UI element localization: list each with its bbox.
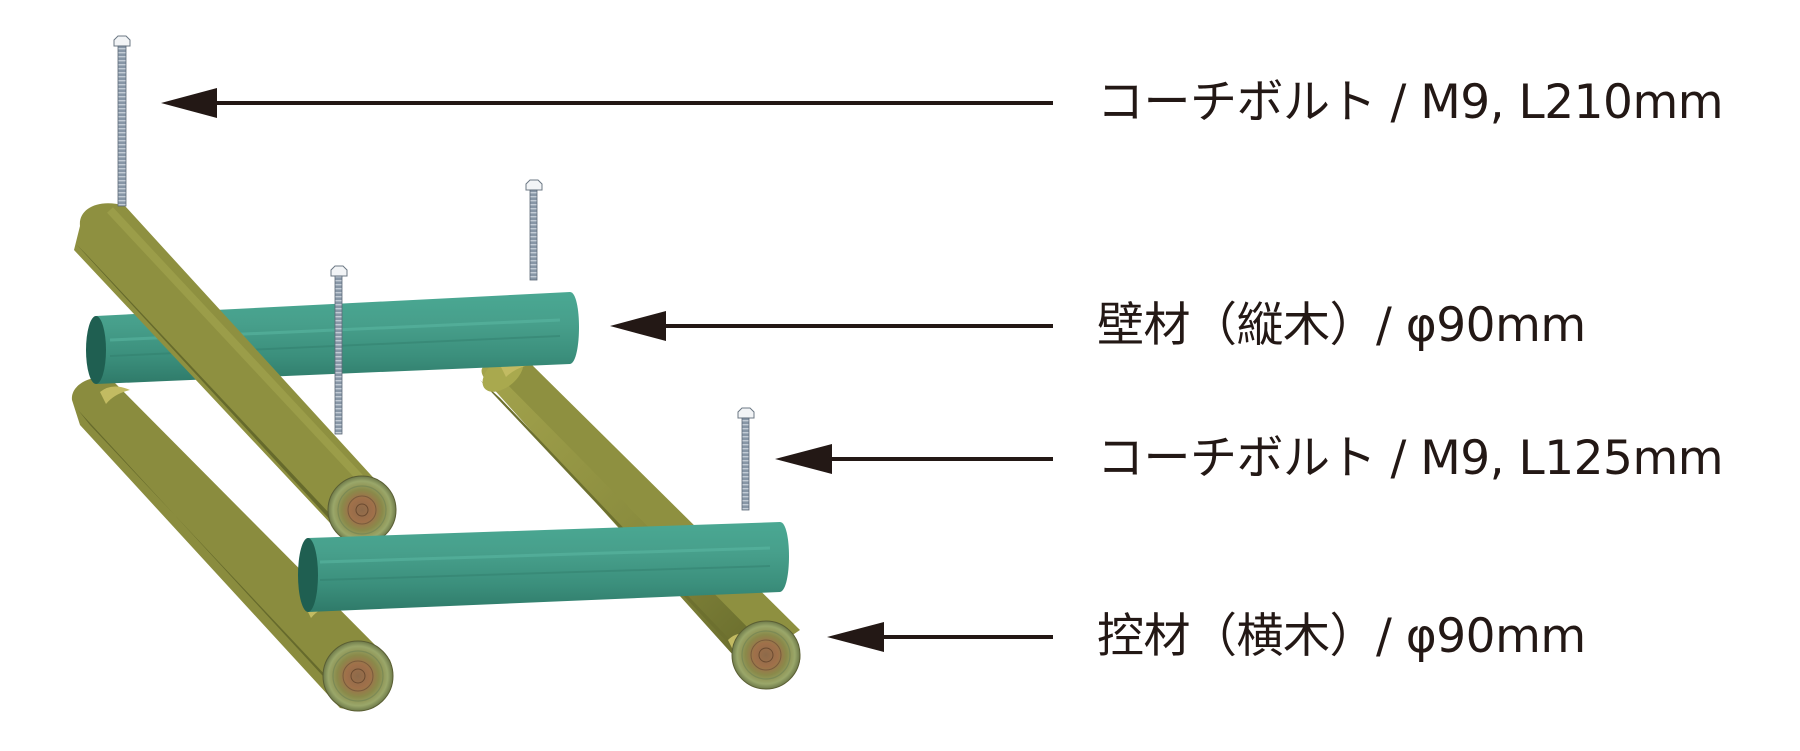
label-coach-bolt-long: コーチボルト / M9, L210mm bbox=[1097, 75, 1724, 130]
label-brace-log: 控材（横木）/ φ90mm bbox=[1097, 609, 1586, 664]
arrow-wall-log bbox=[610, 311, 1053, 341]
label-wall-log: 壁材（縦木）/ φ90mm bbox=[1097, 298, 1586, 353]
brace-log-right bbox=[480, 354, 801, 690]
arrow-bolt-short bbox=[775, 444, 1053, 474]
wall-log-lower bbox=[298, 522, 789, 612]
arrow-brace-log bbox=[827, 622, 1053, 652]
brace-log-top bbox=[74, 203, 397, 546]
coach-bolt-mid-right bbox=[525, 179, 543, 281]
coach-bolt-long bbox=[113, 35, 131, 207]
coach-bolt-short bbox=[737, 407, 755, 511]
arrow-bolt-long bbox=[161, 88, 1053, 118]
label-coach-bolt-short: コーチボルト / M9, L125mm bbox=[1097, 431, 1724, 486]
coach-bolt-mid-left bbox=[330, 265, 348, 435]
